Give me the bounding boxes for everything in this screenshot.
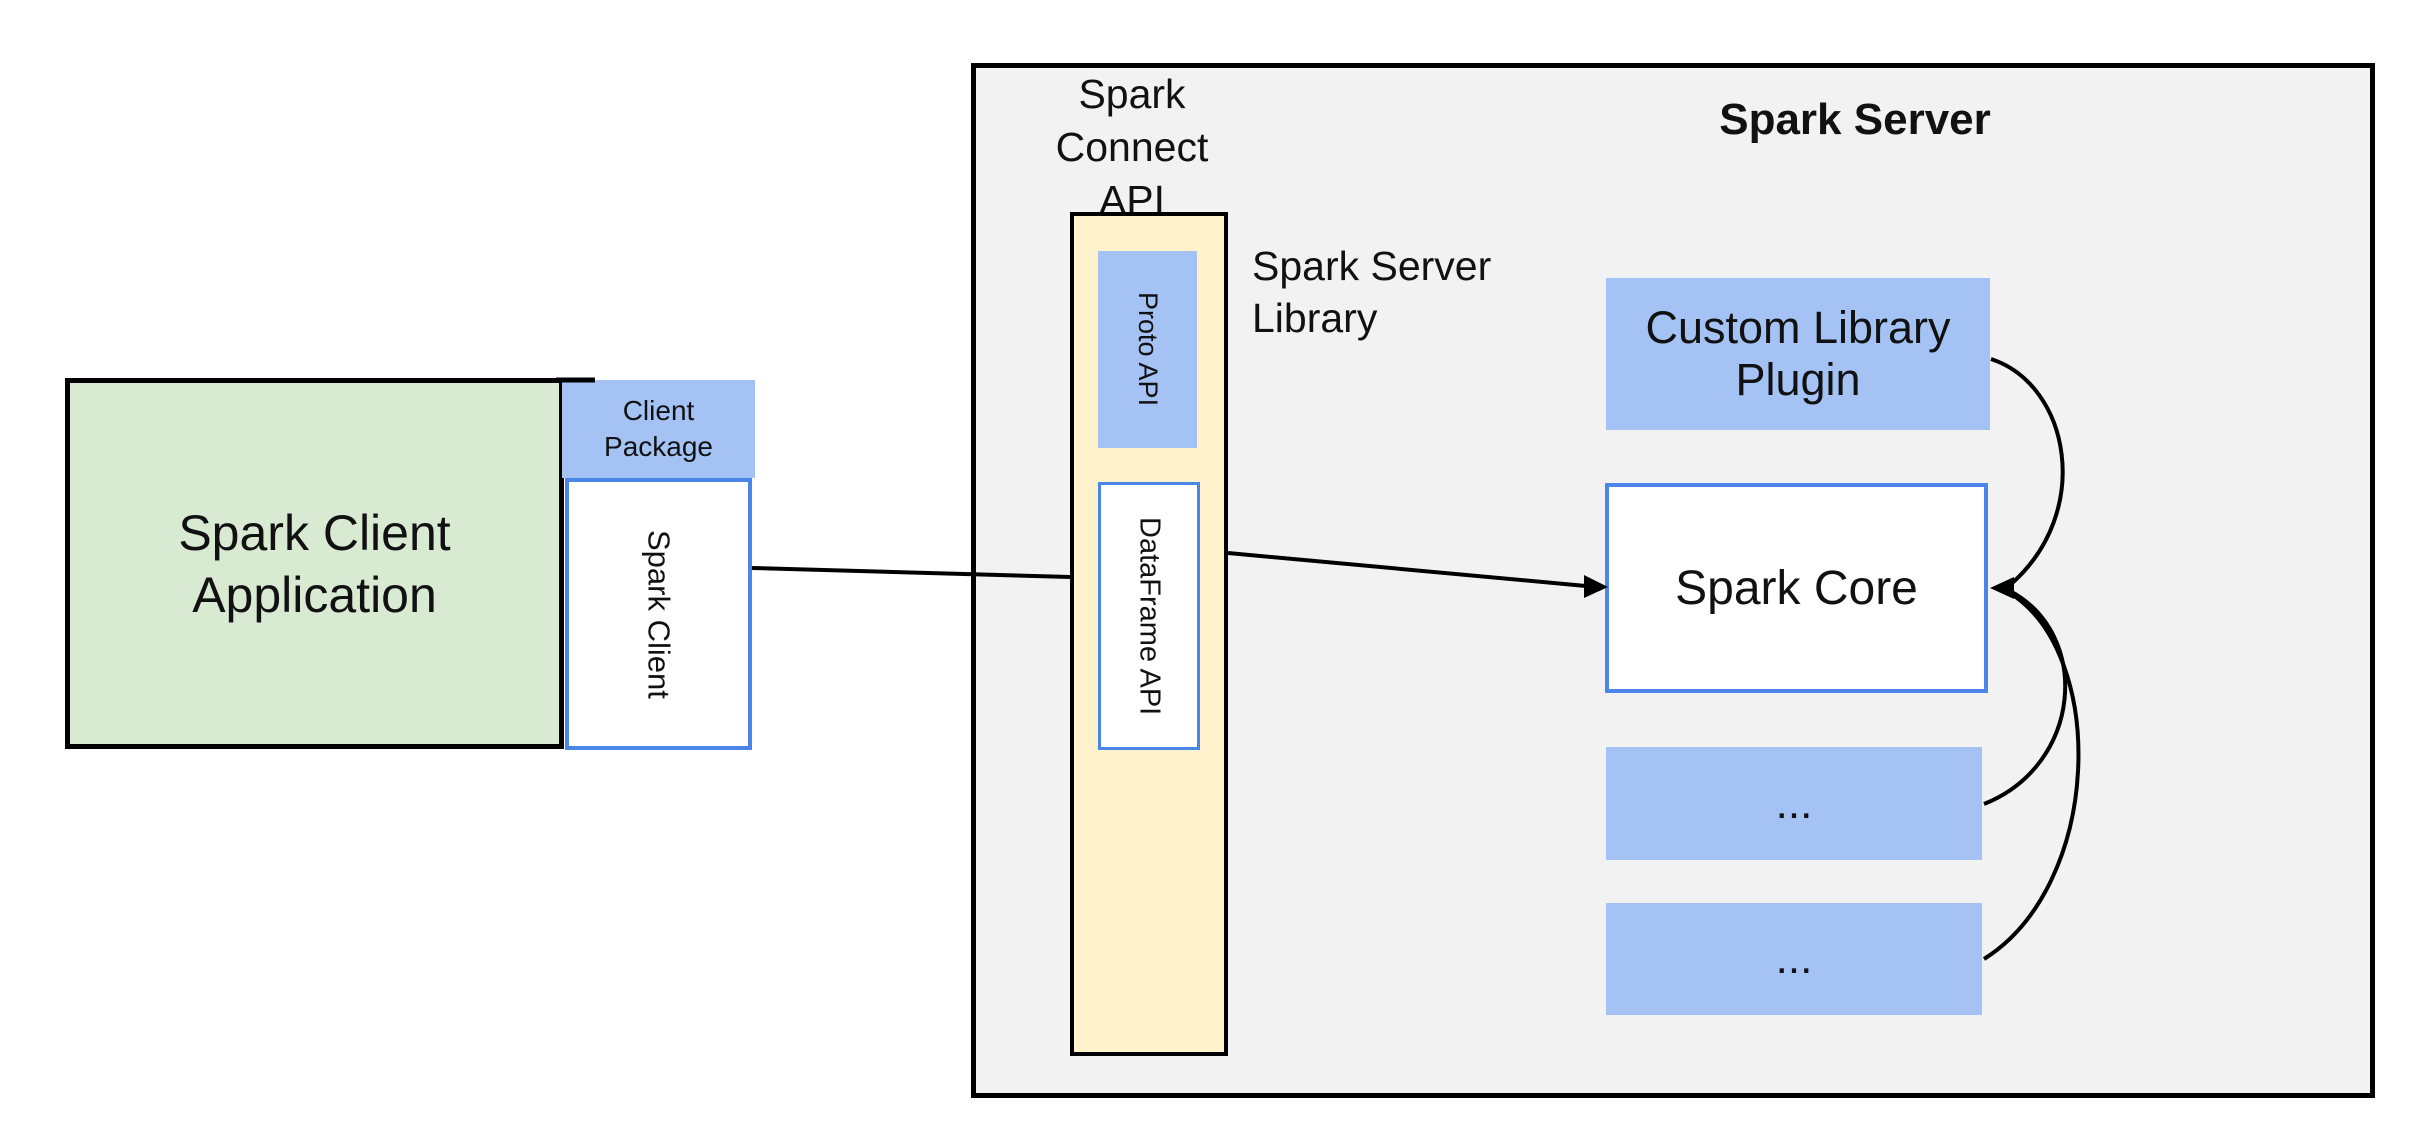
spark-server-title: Spark Server xyxy=(1719,95,1991,144)
spark-client-box: Spark Client xyxy=(565,478,752,750)
dataframe-api-box: DataFrame API xyxy=(1098,482,1200,750)
proto-api-box: Proto API xyxy=(1098,251,1197,448)
spark-core-box: Spark Core xyxy=(1605,483,1988,693)
custom-library-plugin-label: Custom Library Plugin xyxy=(1645,302,1951,405)
plugin-slot-1-label: ... xyxy=(1775,778,1813,828)
client-package-label: Client Package xyxy=(604,395,713,462)
custom-library-plugin-box: Custom Library Plugin xyxy=(1606,278,1990,430)
spark-client-label: Spark Client xyxy=(641,529,677,699)
client-package-box: Client Package xyxy=(562,380,755,478)
spark-server-library-label: Spark Server Library xyxy=(1252,243,1492,341)
spark-client-application-box: Spark Client Application xyxy=(65,378,564,749)
spark-core-label: Spark Core xyxy=(1675,561,1918,615)
plugin-slot-2-label: ... xyxy=(1775,934,1813,983)
spark-connect-api-label: Spark Connect API xyxy=(1055,71,1209,223)
plugin-slot-box-2: ... xyxy=(1606,903,1982,1015)
proto-api-label: Proto API xyxy=(1133,292,1163,407)
plugin-slot-box-1: ... xyxy=(1606,747,1982,860)
dataframe-api-label: DataFrame API xyxy=(1133,516,1166,716)
spark-client-application-label: Spark Client Application xyxy=(178,504,451,623)
